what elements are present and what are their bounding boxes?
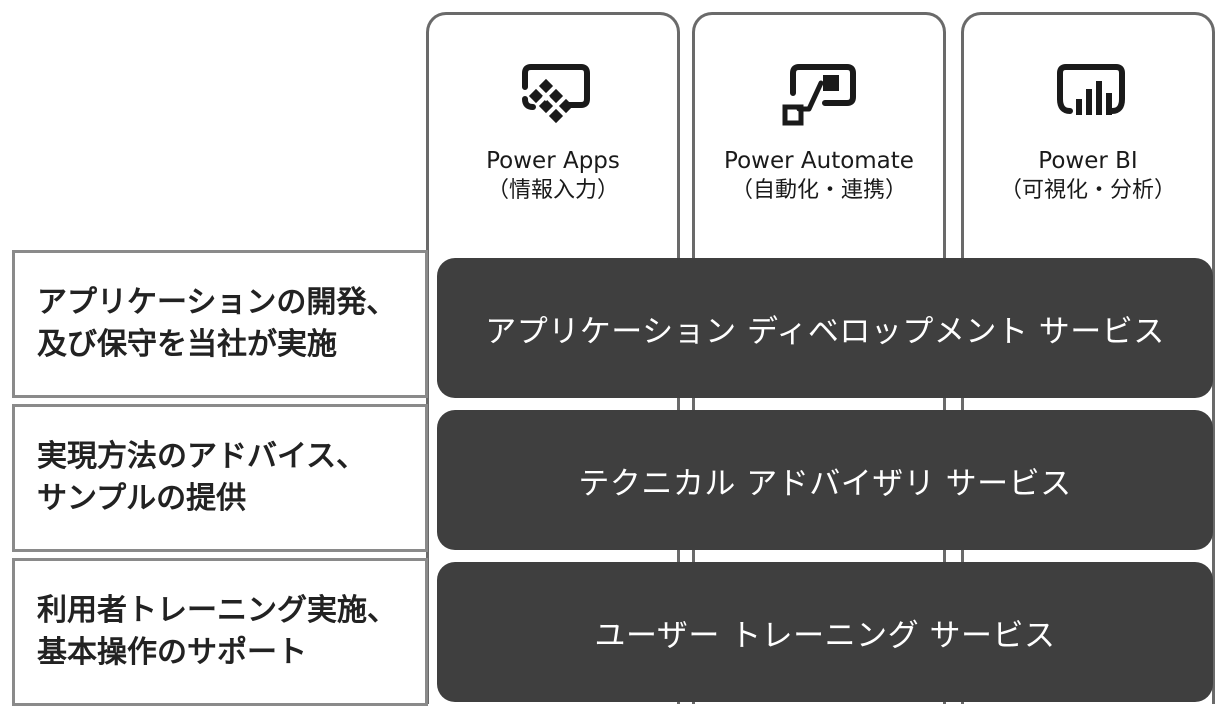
row-label-training: 利用者トレーニング実施、 基本操作のサポート xyxy=(12,558,428,706)
service-bar-advisory: テクニカル アドバイザリ サービス xyxy=(437,410,1213,550)
column-title: Power Automate xyxy=(724,148,914,174)
row-label-line: 及び保守を当社が実施 xyxy=(37,327,337,362)
row-label-line: 基本操作のサポート xyxy=(37,635,307,670)
power-automate-icon xyxy=(769,59,869,139)
row-label-line: 実現方法のアドバイス、 xyxy=(37,439,367,474)
column-subtitle: （情報入力） xyxy=(486,178,619,203)
column-title: Power Apps xyxy=(486,148,620,174)
row-label-advisory: 実現方法のアドバイス、 サンプルの提供 xyxy=(12,404,428,552)
power-bi-icon xyxy=(1038,59,1138,139)
row-label-line: サンプルの提供 xyxy=(37,481,247,516)
service-bar-development: アプリケーション ディベロップメント サービス xyxy=(437,258,1213,398)
row-label-line: アプリケーションの開発、 xyxy=(37,285,397,320)
row-label-development: アプリケーションの開発、 及び保守を当社が実施 xyxy=(12,250,428,398)
column-subtitle: （可視化・分析） xyxy=(999,178,1176,203)
service-bar-training: ユーザー トレーニング サービス xyxy=(437,562,1213,702)
column-subtitle: （自動化・連携） xyxy=(730,178,907,203)
power-apps-icon xyxy=(503,59,603,139)
column-title: Power BI xyxy=(1038,148,1138,174)
row-label-line: 利用者トレーニング実施、 xyxy=(37,593,397,628)
